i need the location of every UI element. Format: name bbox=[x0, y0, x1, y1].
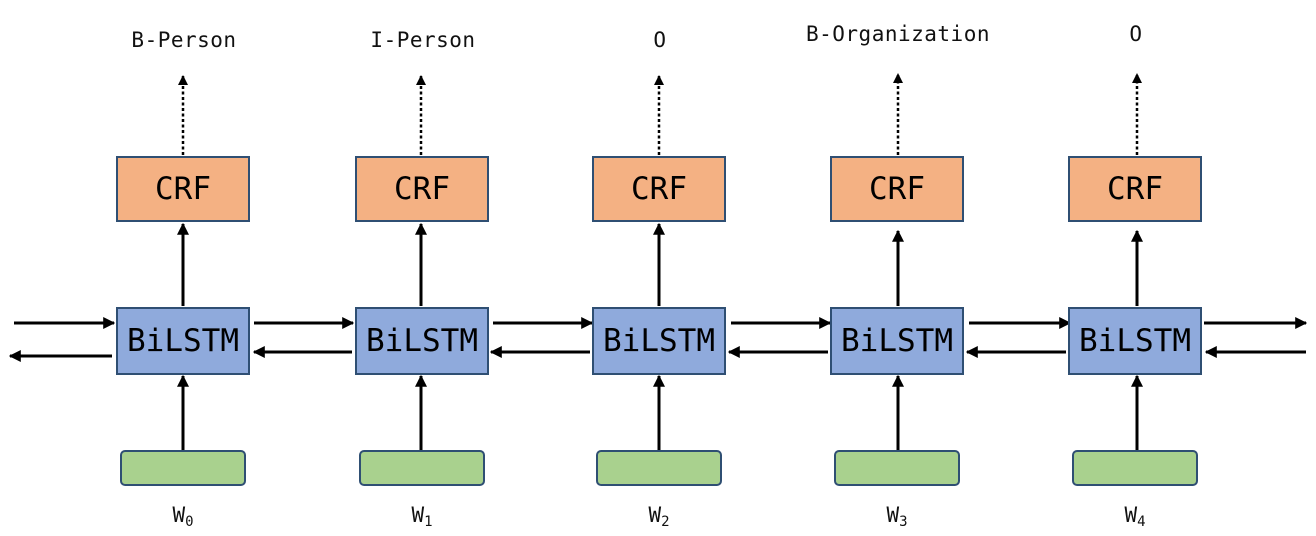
word-symbol: W bbox=[1124, 503, 1138, 527]
token-column-4: O CRF BiLSTM W4 bbox=[1066, 0, 1206, 536]
tag-label: I-Person bbox=[370, 28, 476, 52]
word-index: 3 bbox=[899, 514, 908, 530]
word-label: W3 bbox=[828, 503, 966, 530]
token-column-0: B-Person CRF BiLSTM W0 bbox=[114, 0, 254, 536]
tag-label: O bbox=[653, 28, 667, 52]
crf-layer-box: CRF bbox=[592, 156, 726, 222]
bilstm-layer-box: BiLSTM bbox=[355, 307, 489, 375]
word-index: 0 bbox=[185, 514, 194, 530]
word-embedding-box bbox=[834, 450, 960, 486]
tag-label: B-Person bbox=[131, 28, 237, 52]
crf-layer-box: CRF bbox=[1068, 156, 1202, 222]
tag-label: B-Organization bbox=[805, 22, 990, 46]
word-label: W4 bbox=[1066, 503, 1204, 530]
bilstm-layer-box: BiLSTM bbox=[592, 307, 726, 375]
word-symbol: W bbox=[648, 503, 662, 527]
bilstm-layer-box: BiLSTM bbox=[116, 307, 250, 375]
bilstm-layer-box: BiLSTM bbox=[830, 307, 964, 375]
word-label: W1 bbox=[353, 503, 491, 530]
word-index: 1 bbox=[424, 514, 433, 530]
token-column-3: B-Organization CRF BiLSTM W3 bbox=[806, 0, 990, 536]
word-symbol: W bbox=[411, 503, 425, 527]
tag-label: O bbox=[1129, 22, 1143, 46]
word-label: W2 bbox=[590, 503, 728, 530]
crf-layer-box: CRF bbox=[355, 156, 489, 222]
crf-layer-box: CRF bbox=[116, 156, 250, 222]
word-embedding-box bbox=[596, 450, 722, 486]
word-symbol: W bbox=[172, 503, 186, 527]
word-embedding-box bbox=[1072, 450, 1198, 486]
word-embedding-box bbox=[120, 450, 246, 486]
word-symbol: W bbox=[886, 503, 900, 527]
token-column-1: I-Person CRF BiLSTM W1 bbox=[353, 0, 493, 536]
bilstm-layer-box: BiLSTM bbox=[1068, 307, 1202, 375]
crf-layer-box: CRF bbox=[830, 156, 964, 222]
word-index: 2 bbox=[661, 514, 670, 530]
word-index: 4 bbox=[1137, 514, 1146, 530]
word-label: W0 bbox=[114, 503, 252, 530]
token-column-2: O CRF BiLSTM W2 bbox=[590, 0, 730, 536]
word-embedding-box bbox=[359, 450, 485, 486]
